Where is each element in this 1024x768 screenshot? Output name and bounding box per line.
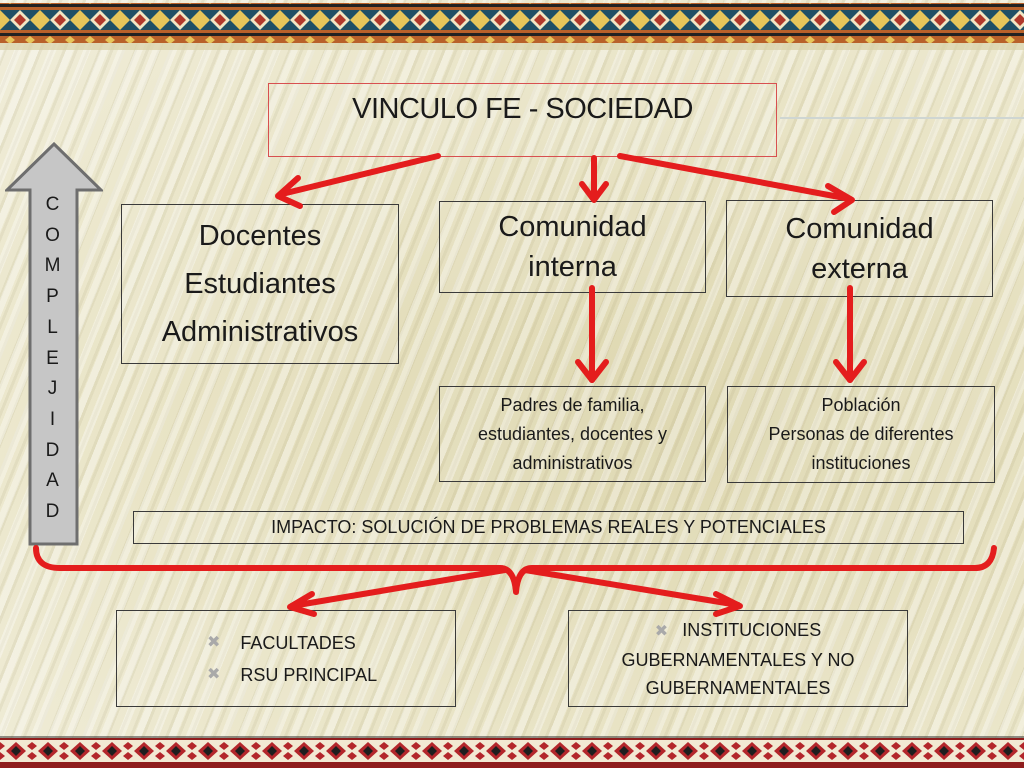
external-community-line: Comunidad <box>785 212 934 245</box>
arrow-title-to-external <box>617 153 853 202</box>
arrow-bracket-to-institutions <box>522 567 741 608</box>
institutions-line: INSTITUCIONES <box>682 619 822 640</box>
complejidad-letter: E <box>46 347 59 369</box>
complejidad-letter: M <box>44 255 61 277</box>
complejidad-letter: D <box>45 439 60 461</box>
external-community-line: externa <box>811 252 908 285</box>
institutions-line: GUBERNAMENTALES <box>645 677 831 698</box>
complejidad-letter: L <box>47 316 58 338</box>
arrow-bracket-to-faculties <box>289 567 508 609</box>
external-community-box: Comunidad externa <box>726 200 993 297</box>
decorative-line <box>780 117 1024 119</box>
external-detail-line: instituciones <box>811 453 911 473</box>
x-bullet-icon: ✖ <box>207 665 221 683</box>
bullet-item: ✖ FACULTADES <box>207 627 356 659</box>
slide-title: VINCULO FE - SOCIEDAD <box>352 93 693 125</box>
arrow-head <box>575 359 609 383</box>
institutions-text: ✖ INSTITUCIONES GUBERNAMENTALES Y NO GUBE… <box>621 616 854 702</box>
arrow-head <box>833 359 867 383</box>
decorative-border-bottom <box>0 736 1024 768</box>
members-line: Docentes <box>198 220 322 252</box>
impact-text: IMPACTO: SOLUCIÓN DE PROBLEMAS REALES Y … <box>271 517 826 537</box>
external-detail-box: Población Personas de diferentes institu… <box>727 386 995 483</box>
arrow-head <box>275 175 303 209</box>
bullet-item: ✖ RSU PRINCIPAL <box>207 659 377 691</box>
members-box: Docentes Estudiantes Administrativos <box>121 204 399 364</box>
internal-community-box: Comunidad interna <box>439 201 706 293</box>
x-bullet-icon: ✖ <box>654 622 669 640</box>
complejidad-letter: O <box>45 224 60 246</box>
internal-community-line: Comunidad <box>498 211 647 243</box>
members-line: Administrativos <box>161 316 359 348</box>
arrow-title-to-members <box>279 153 441 197</box>
impact-box: IMPACTO: SOLUCIÓN DE PROBLEMAS REALES Y … <box>133 511 964 544</box>
bullet-item-label: FACULTADES <box>240 632 356 653</box>
external-detail-line: Población <box>821 395 901 415</box>
bullet-item-label: RSU PRINCIPAL <box>240 664 378 685</box>
internal-detail-line: estudiantes, docentes y <box>477 423 668 444</box>
x-bullet-icon: ✖ <box>207 633 221 651</box>
complejidad-letter: A <box>46 470 59 492</box>
complejidad-letter: J <box>47 378 58 400</box>
external-detail-line: Personas de diferentes <box>768 424 954 444</box>
institutions-line: GUBERNAMENTALES Y NO <box>621 649 855 670</box>
complejidad-letter: C <box>45 194 60 215</box>
internal-detail-line: Padres de familia, <box>500 394 645 415</box>
faculties-box: ✖ FACULTADES ✖ RSU PRINCIPAL <box>116 610 456 707</box>
arrow-head <box>579 181 609 203</box>
internal-detail-box: Padres de familia, estudiantes, docentes… <box>439 386 706 482</box>
institutions-box: ✖ INSTITUCIONES GUBERNAMENTALES Y NO GUBE… <box>568 610 908 707</box>
members-line: Estudiantes <box>184 268 336 300</box>
complejidad-letter: P <box>46 286 59 308</box>
grouping-bracket <box>33 545 997 595</box>
complejidad-letter: I <box>49 408 56 430</box>
complejidad-vertical-label: C O M P L E J I D A D <box>30 190 75 525</box>
decorative-border-top <box>0 0 1024 50</box>
title-box: VINCULO FE - SOCIEDAD <box>268 83 777 157</box>
internal-detail-line: administrativos <box>512 452 633 473</box>
complejidad-letter: D <box>45 501 60 523</box>
internal-community-line: interna <box>528 251 617 283</box>
complejidad-up-arrow <box>5 142 103 546</box>
